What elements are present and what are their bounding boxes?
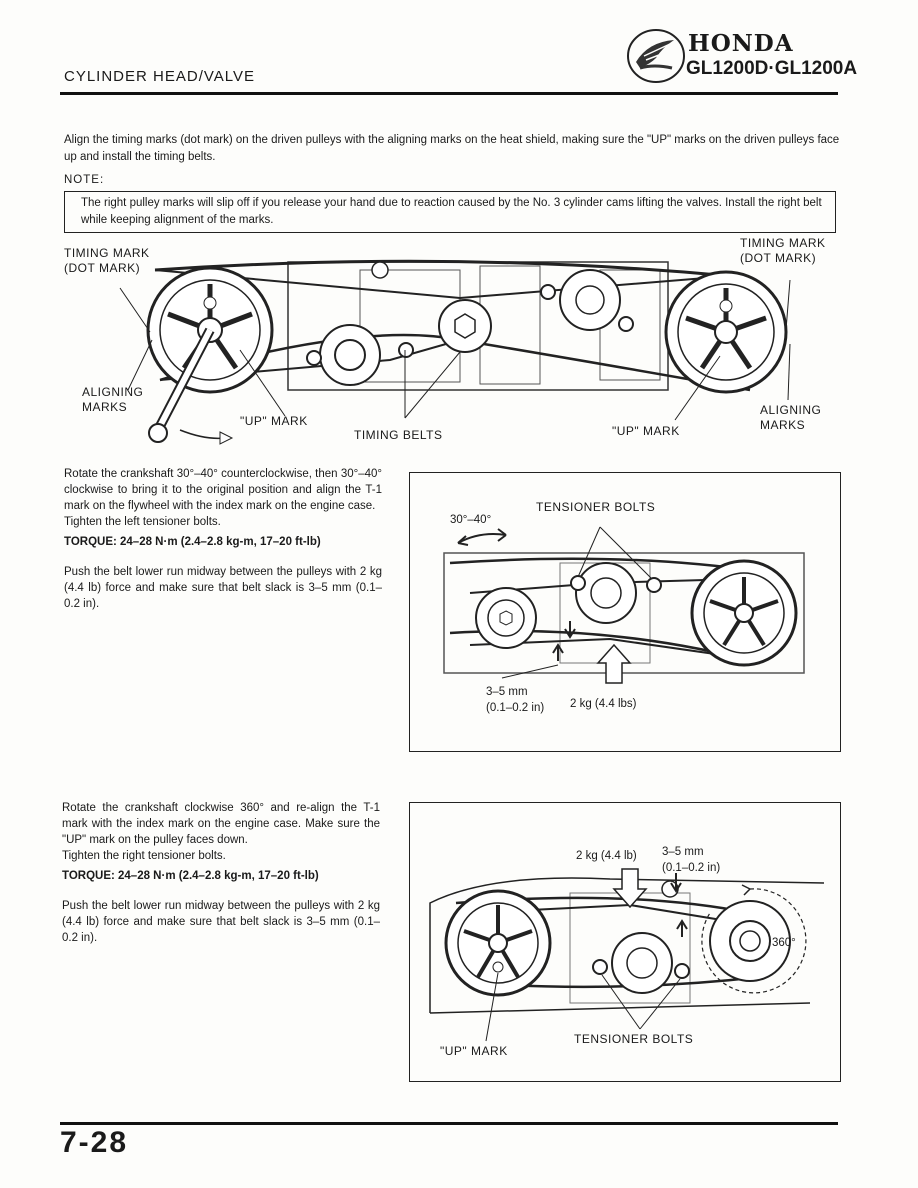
fig1-timing-mark-left-line2: (DOT MARK) xyxy=(64,261,141,275)
intro-text: Align the timing marks (dot mark) on the… xyxy=(64,134,840,163)
fig1-timing-mark-left-line1: TIMING MARK xyxy=(64,246,150,260)
step3-text: Rotate the crankshaft clockwise 360° and… xyxy=(62,800,380,946)
fig2-slack-mm: 3–5 mm xyxy=(486,686,528,698)
fig2-force: 2 kg (4.4 lbs) xyxy=(570,698,637,710)
note-box: The right pulley marks will slip off if … xyxy=(64,191,836,233)
fig3-up-mark: "UP" MARK xyxy=(440,1044,508,1058)
honda-wing-logo-icon xyxy=(627,29,685,83)
note-text: The right pulley marks will slip off if … xyxy=(81,197,822,226)
fig2-slack: 3–5 mm (0.1–0.2 in) xyxy=(486,684,544,716)
step2-instruction: Rotate the crankshaft 30°–40° counterclo… xyxy=(64,468,382,512)
fig1-timing-mark-right: TIMING MARK (DOT MARK) xyxy=(740,236,826,266)
fig2-tensioner-bolts: TENSIONER BOLTS xyxy=(536,500,656,514)
fig1-aligning-left-line2: MARKS xyxy=(82,400,128,414)
fig3-angle: 360° xyxy=(772,937,796,949)
step3-tighten: Tighten the right tensioner bolts. xyxy=(62,850,226,862)
fig1-up-mark-right: "UP" MARK xyxy=(612,424,680,438)
fig3-tensioner-bolts: TENSIONER BOLTS xyxy=(574,1032,694,1046)
fig2-angle: 30°–40° xyxy=(450,514,492,526)
fig3-slack-in: (0.1–0.2 in) xyxy=(662,862,721,874)
fig1-aligning-marks-left: ALIGNING MARKS xyxy=(82,385,143,415)
fig3-slack: 3–5 mm (0.1–0.2 in) xyxy=(662,844,720,876)
figure2-diagram xyxy=(443,526,805,684)
step2-text: Rotate the crankshaft 30°–40° counterclo… xyxy=(64,466,382,612)
step3-push: Push the belt lower run midway between t… xyxy=(62,900,380,944)
step2-torque: TORQUE: 24–28 N·m (2.4–2.8 kg-m, 17–20 f… xyxy=(64,536,321,548)
fig1-aligning-left-line1: ALIGNING xyxy=(82,385,144,399)
step3-torque: TORQUE: 24–28 N·m (2.4–2.8 kg-m, 17–20 f… xyxy=(62,870,319,882)
step2-push: Push the belt lower run midway between t… xyxy=(64,566,382,610)
fig1-aligning-marks-right: ALIGNING MARKS xyxy=(760,403,821,433)
header-rule xyxy=(60,92,838,95)
figure3-box xyxy=(409,802,841,1082)
step3-instruction: Rotate the crankshaft clockwise 360° and… xyxy=(62,802,380,846)
fig1-timing-belts: TIMING BELTS xyxy=(354,428,443,442)
brand-name: HONDA xyxy=(688,30,794,57)
fig1-aligning-right-line1: ALIGNING xyxy=(760,403,822,417)
fig1-timing-mark-left: TIMING MARK (DOT MARK) xyxy=(64,246,150,276)
fig3-slack-mm: 3–5 mm xyxy=(662,846,704,858)
figure2-box xyxy=(409,472,841,752)
figure3-diagram xyxy=(429,868,825,1042)
note-label: NOTE: xyxy=(64,174,105,186)
fig1-timing-mark-right-line1: TIMING MARK xyxy=(740,236,826,250)
footer-rule xyxy=(60,1122,838,1125)
model-name: GL1200D·GL1200A xyxy=(686,58,858,79)
fig1-timing-mark-right-line2: (DOT MARK) xyxy=(740,251,817,265)
step2-tighten: Tighten the left tensioner bolts. xyxy=(64,516,221,528)
timing-belt-diagram xyxy=(119,259,791,445)
page-number: 7-28 xyxy=(60,1126,129,1159)
fig2-slack-in: (0.1–0.2 in) xyxy=(486,702,545,714)
fig1-up-mark-left: "UP" MARK xyxy=(240,414,308,428)
section-title: CYLINDER HEAD/VALVE xyxy=(64,68,255,85)
fig1-aligning-right-line2: MARKS xyxy=(760,418,806,432)
fig3-force: 2 kg (4.4 lb) xyxy=(576,850,637,862)
